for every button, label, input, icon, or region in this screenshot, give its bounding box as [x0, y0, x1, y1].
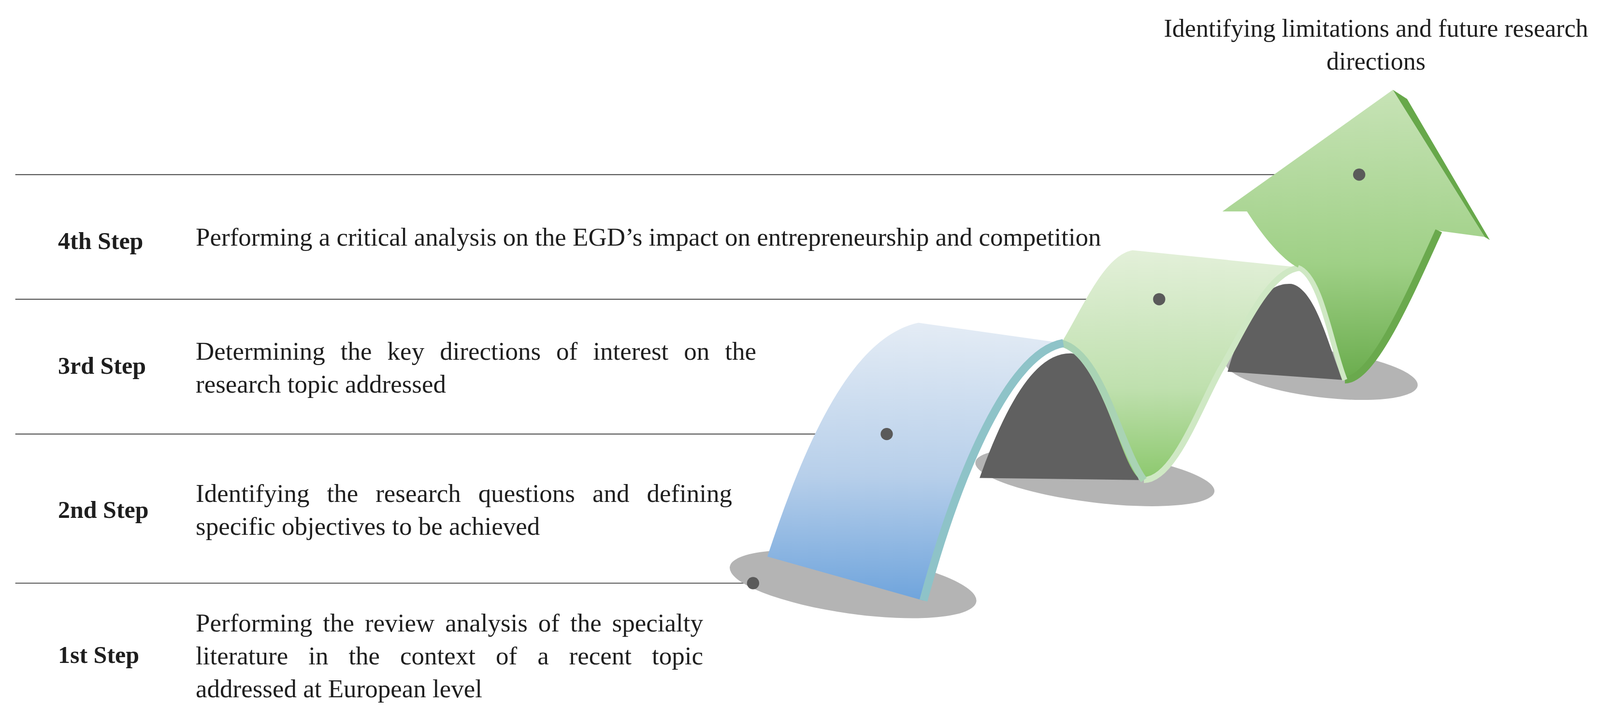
leader-line [15, 298, 1160, 300]
ribbon-edge [923, 343, 1064, 601]
ribbon-edge [1143, 267, 1301, 480]
leader-line [15, 433, 887, 435]
ribbon-edge [1297, 267, 1345, 380]
step-label: 2nd Step [57, 493, 149, 526]
future-directions-label: Identifying limitations and future resea… [1157, 12, 1595, 78]
leader-dot [880, 427, 893, 440]
leader-line [15, 173, 1360, 175]
step-description: Identifying the research questions and d… [195, 476, 733, 543]
arrow-side [1344, 230, 1439, 380]
leader-dot [747, 576, 760, 589]
step-description: Determining the key directions of intere… [195, 334, 757, 401]
leader-line [15, 582, 754, 584]
leader-dot [1353, 168, 1366, 181]
ribbon-step-one [767, 322, 1064, 600]
leader-dot [1153, 292, 1166, 305]
arrow-ribbon [1222, 89, 1485, 380]
step-label: 4th Step [57, 224, 144, 257]
step-description: Performing the review analysis of the sp… [195, 605, 704, 705]
step-label: 1st Step [57, 638, 140, 671]
step-description: Performing a critical analysis on the EG… [195, 220, 1114, 254]
step-label: 3rd Step [57, 349, 146, 382]
ribbon-edge [1061, 343, 1144, 480]
ribbon-step-two [1061, 249, 1301, 480]
arrow-side [1392, 89, 1490, 240]
